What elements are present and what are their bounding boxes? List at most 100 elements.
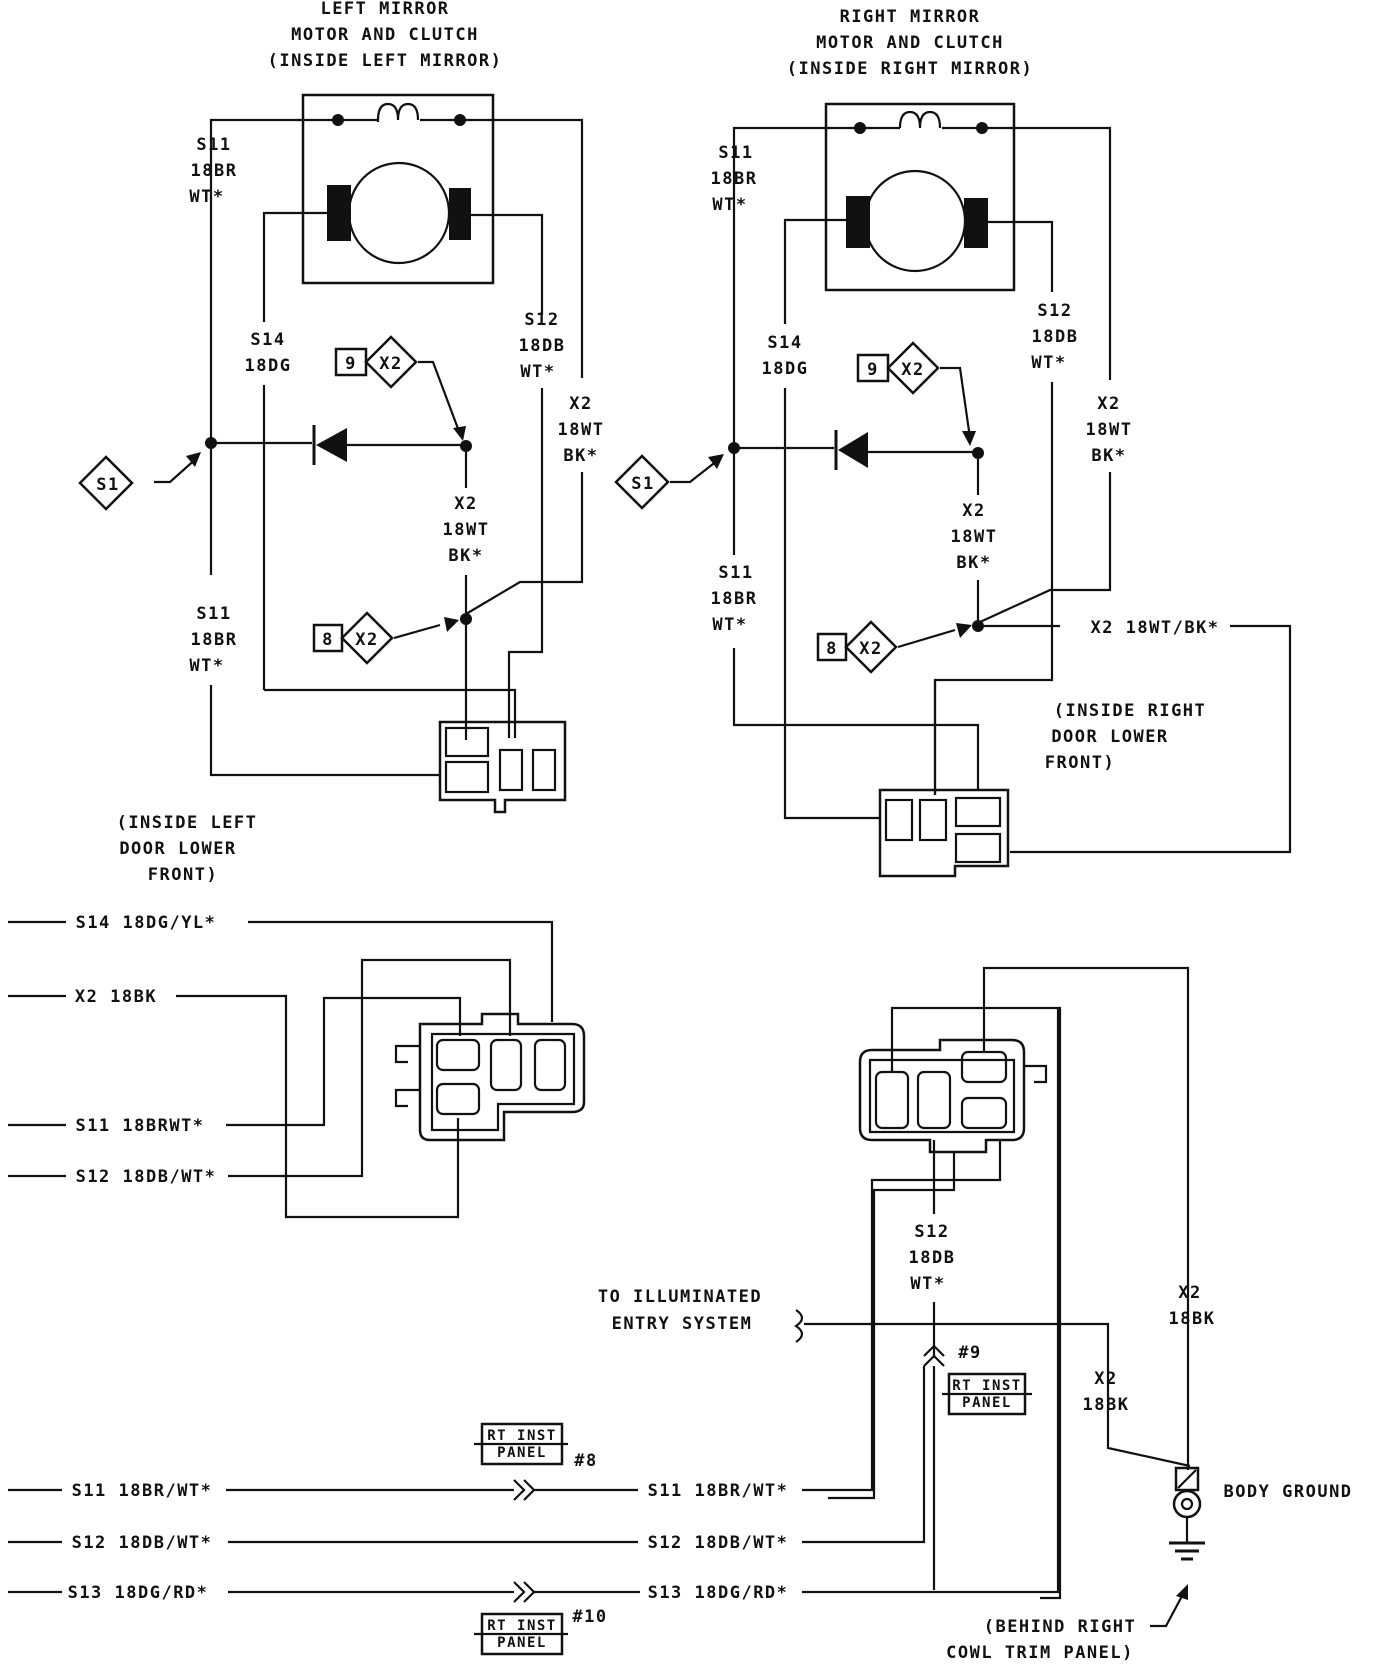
right-s11-top-2: 18BR — [711, 169, 758, 189]
left-x2-mid-2: 18WT — [443, 520, 490, 540]
x2-18bk-a-2: 18BK — [1169, 1309, 1216, 1329]
bottom-s11-right: S11 18BR/WT* — [648, 1481, 789, 1501]
left-mirror-title-1: LEFT MIRROR — [320, 0, 449, 19]
left-s11-top-1: S11 — [196, 135, 231, 155]
right-x2-node-top — [972, 447, 984, 459]
x2-18bk-b-2: 18BK — [1083, 1395, 1130, 1415]
right-x2-right-2: 18WT — [1086, 420, 1133, 440]
left-x2-right-1: X2 — [569, 394, 592, 414]
right-lower-s12-3: WT* — [910, 1274, 945, 1294]
panel-10-ref: #10 — [572, 1607, 607, 1627]
bottom-s12-left: S12 18DB/WT* — [72, 1533, 213, 1553]
wire-x2-label: X2 18BK — [75, 987, 157, 1007]
svg-text:8: 8 — [826, 639, 838, 659]
right-connector-8-tag: 8 X2 — [816, 620, 972, 674]
rt-inst-panel-10-tag: RT INST PANEL — [474, 1612, 568, 1656]
svg-text:X2: X2 — [355, 630, 378, 650]
svg-text:X2: X2 — [901, 360, 924, 380]
svg-text:X2: X2 — [379, 354, 402, 374]
right-s11-low-2: 18BR — [711, 589, 758, 609]
svg-text:8: 8 — [322, 630, 334, 650]
left-x2-mid-1: X2 — [454, 494, 477, 514]
left-s12-2: 18DB — [519, 336, 566, 356]
right-s1-splice-tag: S1 — [614, 454, 724, 510]
right-x2-mid-1: X2 — [962, 501, 985, 521]
left-s1-splice-tag: S1 — [78, 452, 201, 511]
left-junction-connector-icon — [394, 1012, 586, 1142]
svg-text:PANEL: PANEL — [497, 1635, 547, 1651]
right-s12-3: WT* — [1031, 353, 1066, 373]
left-location-1: (INSIDE LEFT — [117, 813, 258, 833]
left-s14-2: 18DG — [245, 356, 292, 376]
rt-inst-panel-8-tag: RT INST PANEL — [474, 1422, 568, 1466]
bottom-s12-right: S12 18DB/WT* — [648, 1533, 789, 1553]
right-x2-out-label: X2 18WT/BK* — [1090, 618, 1219, 638]
left-s11-low-2: 18BR — [191, 630, 238, 650]
x2-18bk-b-1: X2 — [1094, 1369, 1117, 1389]
left-mirror-title-2: MOTOR AND CLUTCH — [291, 25, 479, 45]
left-door-connector-icon — [438, 720, 567, 814]
svg-text:RT INST: RT INST — [487, 1618, 557, 1634]
left-mirror-section: LEFT MIRROR MOTOR AND CLUTCH (INSIDE LEF… — [78, 0, 603, 885]
x2-18bk-a-1: X2 — [1178, 1283, 1201, 1303]
left-location-3: FRONT) — [148, 865, 218, 885]
illuminated-entry-2: ENTRY SYSTEM — [612, 1314, 753, 1334]
right-lower-section: S12 18DB WT* TO ILLUMINATED ENTRY SYSTEM… — [598, 966, 1352, 1663]
left-s11-low-1: S11 — [196, 604, 231, 624]
right-location-1: (INSIDE RIGHT — [1054, 701, 1207, 721]
left-motor-icon — [327, 161, 471, 265]
right-location-2: DOOR LOWER — [1051, 727, 1168, 747]
svg-text:9: 9 — [867, 360, 879, 380]
svg-text:RT INST: RT INST — [952, 1378, 1022, 1394]
right-clutch-coil-icon — [854, 110, 988, 134]
svg-text:PANEL: PANEL — [497, 1445, 547, 1461]
connector-10-arrow-icon — [513, 1581, 536, 1603]
left-mirror-housing — [301, 93, 495, 285]
body-ground-icon — [1169, 1466, 1205, 1561]
bottom-s13-right: S13 18DG/RD* — [648, 1583, 789, 1603]
left-mirror-title-3: (INSIDE LEFT MIRROR) — [268, 51, 503, 71]
right-location-3: FRONT) — [1045, 753, 1115, 773]
left-location-2: DOOR LOWER — [119, 839, 236, 859]
svg-text:S1: S1 — [631, 474, 654, 494]
right-s12-1: S12 — [1037, 301, 1072, 321]
ground-location-arrow-icon — [1150, 1584, 1188, 1628]
body-ground-label: BODY GROUND — [1223, 1482, 1352, 1502]
left-connector-8-tag: 8 X2 — [312, 611, 459, 665]
left-s11-top-2: 18BR — [191, 161, 238, 181]
right-s11-low-1: S11 — [718, 563, 753, 583]
right-s14-2: 18DG — [762, 359, 809, 379]
right-mirror-housing — [824, 102, 1016, 292]
bottom-s11-left: S11 18BR/WT* — [72, 1481, 213, 1501]
wire-s11-label: S11 18BRWT* — [75, 1116, 204, 1136]
wire-s12-label: S12 18DB/WT* — [76, 1167, 217, 1187]
svg-text:X2: X2 — [859, 639, 882, 659]
right-door-connector-icon — [878, 788, 1010, 878]
left-x2-mid-3: BK* — [448, 546, 483, 566]
svg-text:RT INST: RT INST — [487, 1428, 557, 1444]
right-diode-icon — [834, 430, 868, 470]
right-lower-s12-2: 18DB — [909, 1248, 956, 1268]
right-motor-icon — [846, 169, 988, 273]
left-clutch-coil-icon — [332, 102, 466, 126]
left-s11-low-3: WT* — [189, 656, 224, 676]
left-junction-connector-section: S14 18DG/YL* X2 18BK S11 18BRWT* S12 18D… — [8, 913, 586, 1219]
left-x2-right-3: BK* — [563, 446, 598, 466]
right-mirror-title-1: RIGHT MIRROR — [840, 7, 981, 27]
right-x2-right-1: X2 — [1097, 394, 1120, 414]
connector-9-arrow-icon — [923, 1344, 945, 1590]
right-s11-low-3: WT* — [712, 615, 747, 635]
right-s11-top-3: WT* — [712, 195, 747, 215]
svg-text:9: 9 — [345, 354, 357, 374]
right-s11-top-1: S11 — [718, 143, 753, 163]
svg-text:PANEL: PANEL — [962, 1395, 1012, 1411]
svg-text:S1: S1 — [96, 475, 119, 495]
wire-s14-label: S14 18DG/YL* — [76, 913, 217, 933]
bottom-s13-left: S13 18DG/RD* — [68, 1583, 209, 1603]
left-s12-3: WT* — [520, 362, 555, 382]
right-mirror-title-3: (INSIDE RIGHT MIRROR) — [787, 59, 1033, 79]
left-s11-top-3: WT* — [189, 187, 224, 207]
right-x2-right-3: BK* — [1091, 446, 1126, 466]
rt-inst-panel-9-tag: RT INST PANEL — [942, 1372, 1032, 1416]
